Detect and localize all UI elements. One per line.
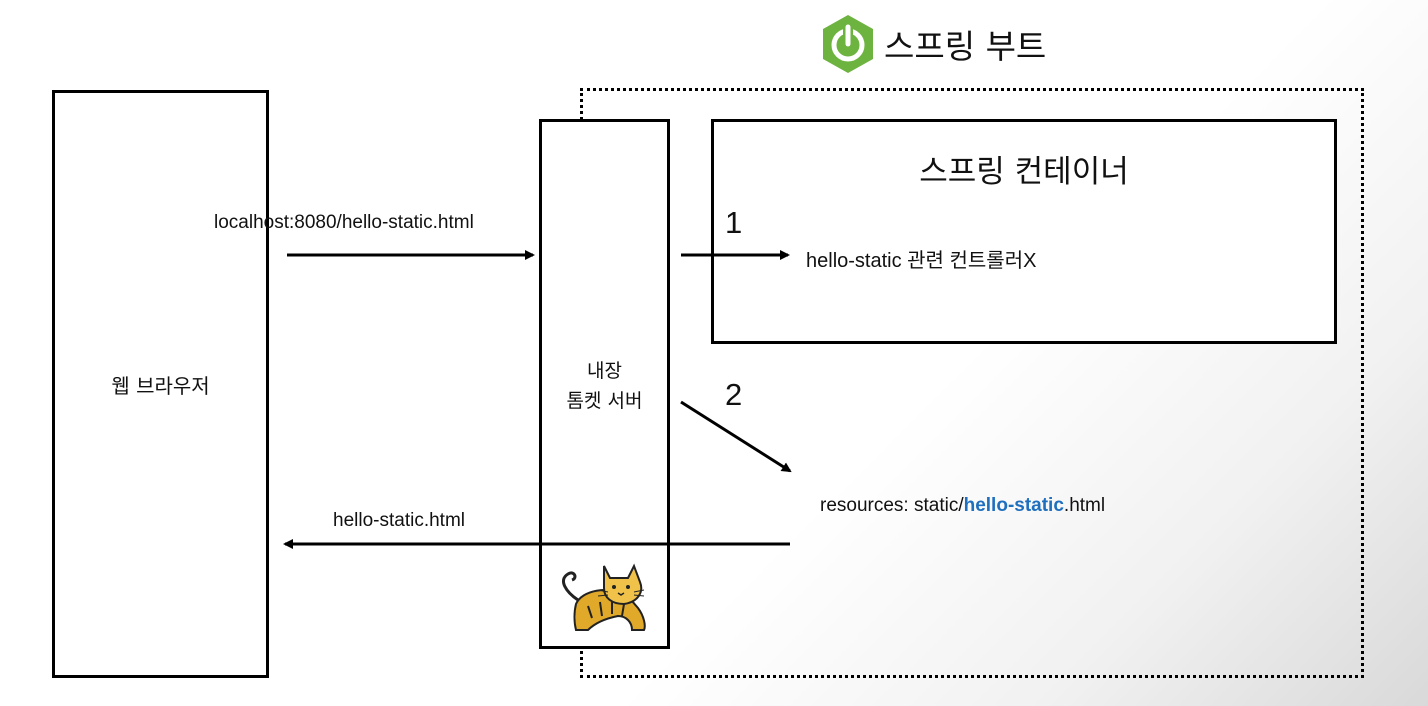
step-two-number: 2 xyxy=(725,377,743,412)
spring-container-box xyxy=(711,119,1337,344)
power-icon xyxy=(823,15,873,73)
web-browser-label: 웹 브라우저 xyxy=(111,374,210,398)
resources-suffix: .html xyxy=(1063,495,1106,516)
spring-container-title: 스프링 컨테이너 xyxy=(919,154,1129,190)
step-one-number: 1 xyxy=(725,205,743,240)
spring-boot-title: 스프링 부트 xyxy=(884,27,1047,66)
web-browser-box xyxy=(52,90,269,678)
request-url-label: localhost:8080/hello-static.html xyxy=(214,212,474,233)
tomcat-cat-icon xyxy=(548,560,654,634)
tomcat-label-line1: 내장 xyxy=(587,360,622,382)
resources-prefix: resources: static/ xyxy=(820,495,964,516)
controller-text: hello-static 관련 컨트롤러X xyxy=(806,250,1037,272)
response-label: hello-static.html xyxy=(333,510,465,531)
step-two-arrow xyxy=(680,400,792,473)
resources-highlight: hello-static xyxy=(963,495,1064,516)
tomcat-server-box xyxy=(539,119,670,649)
resources-path: resources: static/hello-static.html xyxy=(820,495,1105,517)
tomcat-label-line2: 톰켓 서버 xyxy=(566,390,643,412)
spring-boot-logo xyxy=(818,14,878,74)
